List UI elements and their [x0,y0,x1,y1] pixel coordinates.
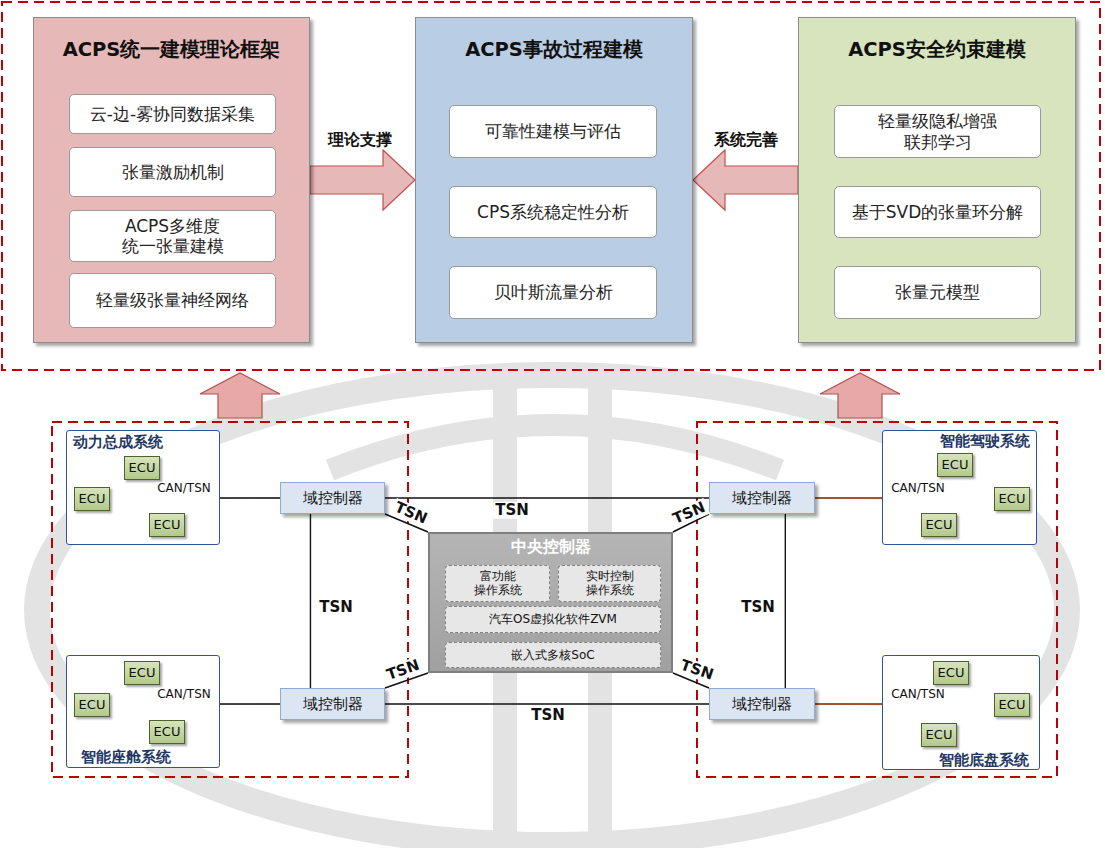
node-text: 可靠性建模与评估 [481,121,625,141]
node-text: ECU [926,727,953,743]
subsystem-box: 智能座舱系统 ECU ECU ECU [66,655,220,768]
ecu-box: ECU [149,720,185,744]
ecu-box: ECU [74,693,110,717]
bus-line [385,703,709,704]
node-text: ECU [129,460,156,476]
dashed-region [52,422,408,777]
node-text: ECU [926,517,953,533]
node-text: ECU [79,697,106,713]
ecu-box: ECU [994,693,1030,717]
ecu-box: ECU [74,487,110,511]
edge-label: CAN/TSN [889,688,947,701]
node-text: ECU [999,491,1026,507]
accident-panel: ACPS事故过程建模可靠性建模与评估 CPS系统稳定性分析贝叶斯流量分析 [415,17,693,343]
edge-label: 系统完善 [712,131,780,149]
edge-label: TSN [317,599,355,616]
ecu-box: ECU [994,487,1030,511]
process-box: 张量元模型 [834,266,1041,319]
node-text: 中央控制器 [430,537,671,556]
process-box: 轻量级张量神经网络 [69,273,276,328]
node-text: 张量激励机制 [118,162,228,182]
dashed-region [697,422,1057,777]
node-text: ECU [79,491,106,507]
ecu-box: ECU [921,513,957,537]
edge-label: TSN [493,502,531,519]
process-box: CPS系统稳定性分析 [449,186,657,238]
block-arrow [310,150,415,210]
ecu-box: ECU [124,661,160,685]
node-text: ACPS多维度 统一张量建模 [94,216,252,257]
process-box: ACPS多维度 统一张量建模 [69,210,276,262]
node-text: ECU [154,724,181,740]
edge-label: 理论支撑 [326,131,394,149]
software-box: 富功能 操作系统 [445,565,550,602]
node-text: 云-边-雾协同数据采集 [86,104,259,124]
node-text: 基于SVD的张量环分解 [848,202,1028,222]
ecu-box: ECU [124,456,160,480]
node-text: 轻量级张量神经网络 [92,290,253,310]
framework-panel: ACPS统一建模理论框架云-边-雾协同数据采集张量激励机制 ACPS多维度 统一张… [33,17,310,343]
edge-label: CAN/TSN [155,688,213,701]
node-text: 域控制器 [732,695,792,713]
ecu-box: ECU [149,513,185,537]
block-arrow [693,150,798,210]
domain-controller: 域控制器 [709,688,815,720]
node-text: 轻量级隐私增强 联邦学习 [859,111,1017,152]
edge-label: CAN/TSN [155,482,213,495]
ecu-box: ECU [921,723,957,747]
node-text: ACPS安全约束建模 [799,38,1075,61]
domain-controller: 域控制器 [709,482,815,514]
node-text: 富功能 操作系统 [463,569,533,598]
node-text: ECU [999,697,1026,713]
node-text: 实时控制 操作系统 [570,569,650,598]
domain-controller: 域控制器 [280,482,385,514]
software-box: 嵌入式多核SoC [445,642,661,668]
process-box: 基于SVD的张量环分解 [834,186,1041,238]
node-text: 汽车OS虚拟化软件ZVM [489,612,617,626]
software-box: 汽车OS虚拟化软件ZVM [445,606,661,633]
node-text: ECU [938,665,965,681]
node-text: ECU [942,457,969,473]
node-text: CPS系统稳定性分析 [473,202,633,222]
subsystem-box: 智能底盘系统 ECU ECU ECU [882,655,1040,770]
process-box: 云-边-雾协同数据采集 [69,94,276,134]
node-text: ACPS统一建模理论框架 [34,38,309,61]
node-text: 智能驾驶系统 [940,432,1030,450]
node-text: ECU [129,665,156,681]
edge-label: TSN [390,498,431,528]
bus-line [310,514,311,688]
node-text: 域控制器 [303,695,363,713]
ecu-box: ECU [937,453,973,477]
central-controller: 中央控制器富功能 操作系统 实时控制 操作系统汽车OS虚拟化软件ZVM 嵌入式多核S… [428,532,673,673]
edge-label: TSN [383,656,424,684]
node-text: 域控制器 [303,489,363,507]
node-text: ACPS事故过程建模 [416,38,692,61]
process-box: 可靠性建模与评估 [449,105,657,158]
block-arrow [200,373,280,418]
constraint-panel: ACPS安全约束建模轻量级隐私增强 联邦学习基于SVD的张量环分解张量元模型 [798,17,1076,343]
node-text: ECU [154,517,181,533]
process-box: 轻量级隐私增强 联邦学习 [834,105,1041,158]
software-box: 实时控制 操作系统 [558,565,661,602]
node-text: 张量元模型 [891,282,984,302]
node-text: 嵌入式多核SoC [511,648,594,662]
process-box: 张量激励机制 [69,147,276,197]
edge-label: CAN/TSN [889,482,947,495]
node-text: 域控制器 [732,489,792,507]
domain-controller: 域控制器 [280,688,385,720]
dashed-region [2,2,1100,370]
block-arrow [820,373,900,418]
car-watermark [37,375,1067,848]
node-text: 贝叶斯流量分析 [490,282,617,302]
node-text: 动力总成系统 [73,433,163,451]
node-text: 智能底盘系统 [939,751,1029,769]
edge-label: TSN [529,707,567,724]
edge-label: TSN [739,599,777,616]
bus-line [785,514,786,688]
node-text: 智能座舱系统 [81,748,171,766]
process-box: 贝叶斯流量分析 [449,266,657,319]
ecu-box: ECU [933,661,969,685]
bus-line [385,497,709,498]
